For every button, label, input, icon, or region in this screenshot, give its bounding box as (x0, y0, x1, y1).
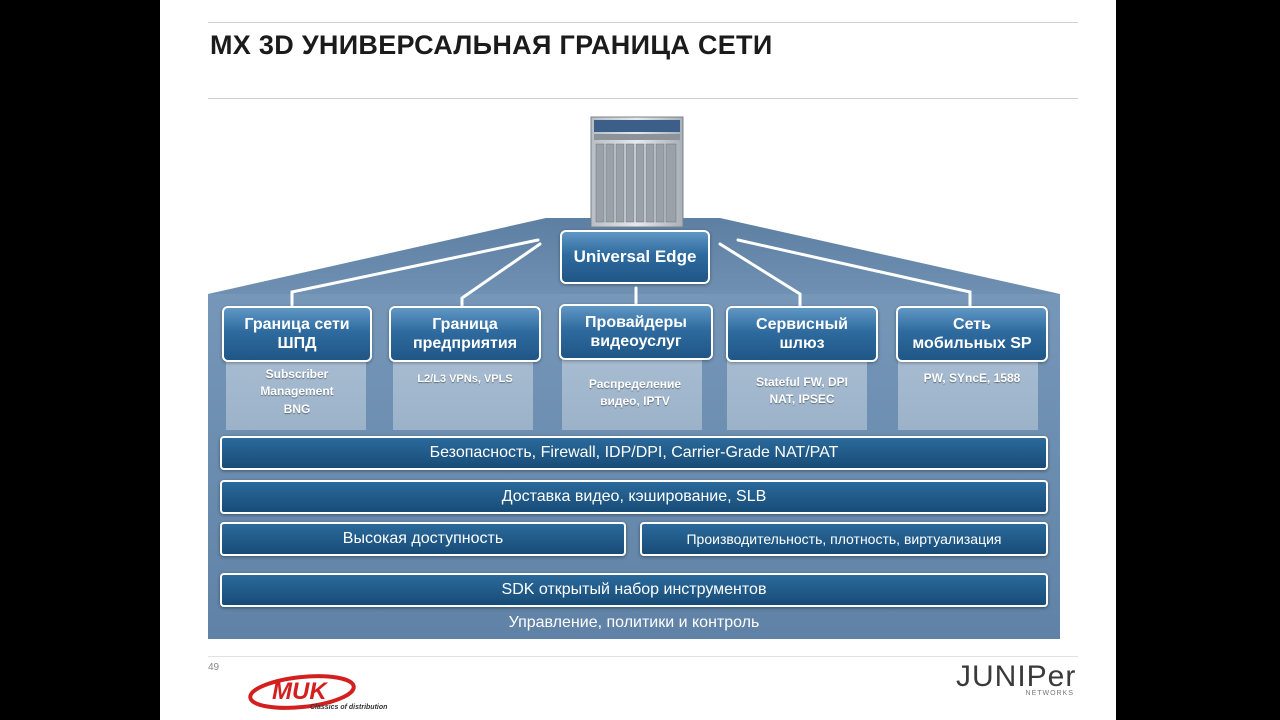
segment-label-line2: шлюз (779, 335, 825, 352)
segment-box-mobile: Сеть мобильных SP (896, 306, 1048, 362)
muk-logo-text: MUK (272, 678, 327, 705)
segment-column-3 (562, 360, 702, 430)
segment-details-mobile: PW, SYncE, 1588 (897, 370, 1047, 387)
segment-label-line2: видеоуслуг (590, 333, 682, 350)
connector-5 (736, 238, 972, 308)
juniper-logo-text: JUNIPer (956, 660, 1077, 693)
high-availability-bar-label: Высокая доступность (342, 530, 504, 547)
segment-details-enterprise: L2/L3 VPNs, VPLS (390, 372, 540, 388)
detail-line: NAT, IPSEC (769, 392, 835, 407)
universal-edge-box: Universal Edge (560, 230, 710, 284)
segment-box-enterprise: Граница предприятия (389, 306, 541, 362)
detail-line: BNG (283, 401, 311, 416)
detail-line: видео, IPTV (600, 394, 670, 409)
slide: MX 3D УНИВЕРСАЛЬНАЯ ГРАНИЦА СЕТИ (160, 0, 1116, 720)
performance-bar: Производительность, плотность, виртуализ… (640, 522, 1048, 556)
detail-line: Распределение (588, 377, 682, 391)
top-rule (208, 22, 1078, 23)
connector-2 (460, 242, 542, 308)
muk-logo: MUK Classics of distribution (248, 672, 408, 716)
detail-line: Management (260, 384, 334, 399)
page-number: 49 (208, 662, 220, 673)
slide-title: MX 3D УНИВЕРСАЛЬНАЯ ГРАНИЦА СЕТИ (210, 30, 773, 60)
high-availability-bar: Высокая доступность (220, 522, 626, 556)
segment-label-line1: Сервисный (756, 315, 848, 333)
segment-label-line1: Сеть (953, 315, 991, 333)
performance-bar-label: Производительность, плотность, виртуализ… (686, 531, 1002, 547)
segment-label-line2: ШПД (277, 335, 317, 352)
segment-label-line1: Провайдеры (585, 313, 687, 331)
security-bar-label: Безопасность, Firewall, IDP/DPI, Carrier… (429, 444, 839, 461)
segment-box-video: Провайдеры видеоуслуг (559, 304, 713, 360)
segment-box-service-gateway: Сервисный шлюз (726, 306, 878, 362)
segment-label-line1: Граница (432, 315, 498, 333)
segment-label-line2: мобильных SP (912, 335, 1032, 352)
segment-label-line2: предприятия (412, 335, 518, 352)
detail-line: Subscriber (265, 367, 329, 381)
segment-details-video: Распределение видео, IPTV (560, 376, 710, 411)
juniper-logo: JUNIPer NETWORKS (956, 660, 1086, 704)
title-rule (208, 98, 1078, 99)
muk-logo-tagline: Classics of distribution (310, 704, 388, 711)
muk-logo-swoosh (248, 674, 356, 710)
segment-column-4 (727, 360, 867, 430)
segment-column-5 (898, 360, 1038, 430)
video-delivery-bar-label: Доставка видео, кэширование, SLB (501, 488, 767, 505)
universal-edge-label: Universal Edge (573, 246, 697, 266)
sdk-bar: SDK открытый набор инструментов (220, 573, 1048, 607)
security-bar: Безопасность, Firewall, IDP/DPI, Carrier… (220, 436, 1048, 470)
video-delivery-bar: Доставка видео, кэширование, SLB (220, 480, 1048, 514)
segment-details-service-gateway: Stateful FW, DPI NAT, IPSEC (727, 374, 877, 409)
detail-line: PW, SYncE, 1588 (923, 371, 1021, 385)
management-label: Управление, политики и контроль (508, 614, 760, 631)
sdk-bar-label: SDK открытый набор инструментов (501, 581, 767, 598)
connector-4 (718, 242, 802, 308)
detail-line: Stateful FW, DPI (755, 375, 848, 389)
footer-rule (208, 656, 1078, 657)
segment-label-line1: Граница сети (244, 315, 350, 333)
segment-column-2 (393, 360, 533, 430)
segment-column-1 (226, 360, 366, 430)
segment-details-broadband: Subscriber Management BNG (222, 366, 372, 418)
router-chassis-image (590, 116, 684, 228)
juniper-logo-subtext: NETWORKS (1025, 690, 1074, 697)
detail-line: L2/L3 VPNs, VPLS (417, 373, 513, 385)
connector-1 (290, 238, 540, 308)
segment-box-broadband: Граница сети ШПД (222, 306, 372, 362)
